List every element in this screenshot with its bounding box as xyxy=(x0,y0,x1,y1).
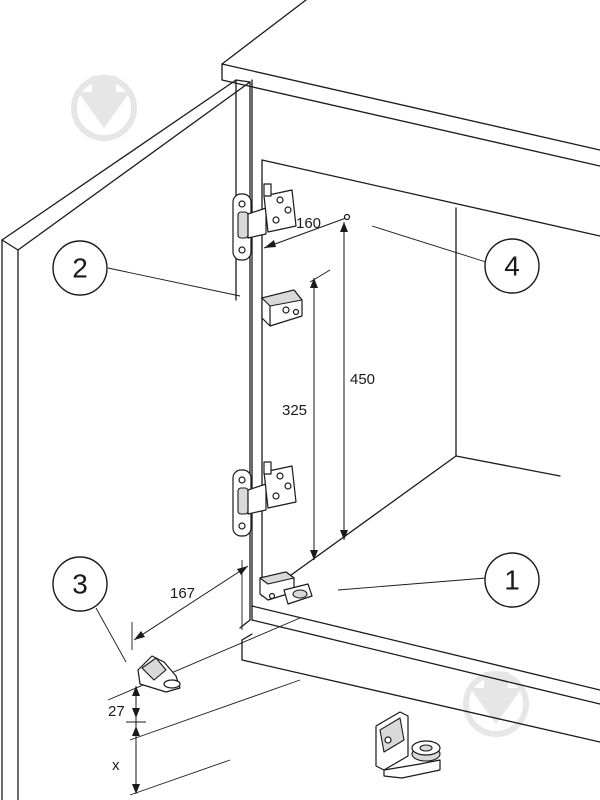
callout-1: 1 xyxy=(484,552,540,608)
callout-3: 3 xyxy=(52,556,108,612)
callout-4-label: 4 xyxy=(504,251,520,282)
dimension-450-label: 450 xyxy=(350,371,375,388)
dimension-x-label: x xyxy=(112,757,120,774)
lower-hinge xyxy=(232,461,297,537)
dimension-160-label: 160 xyxy=(296,215,321,232)
foot-bracket xyxy=(137,655,181,693)
callout-4: 4 xyxy=(484,238,540,294)
dimension-167-label: 167 xyxy=(170,585,195,602)
cabinet-body xyxy=(221,0,600,743)
floor-lines xyxy=(107,617,301,796)
upper-bracket xyxy=(261,289,303,327)
callout-1-label: 1 xyxy=(504,565,520,596)
dimension-325: 325 xyxy=(282,269,331,560)
watermark-icon-bottom xyxy=(463,671,529,737)
callout-2-label: 2 xyxy=(72,253,88,284)
callout-leaders xyxy=(95,225,487,663)
dimension-160: 160 xyxy=(263,213,351,249)
door-panel xyxy=(1,79,251,800)
callout-3-label: 3 xyxy=(72,569,88,600)
callout-2: 2 xyxy=(52,240,108,296)
bottom-fitting xyxy=(259,571,313,605)
watermark-icon-top xyxy=(71,75,137,141)
dimension-27-x: 27 x xyxy=(108,686,146,794)
dimension-450: 450 xyxy=(340,222,375,540)
loose-fitting-part xyxy=(375,711,441,779)
dimension-167: 167 xyxy=(131,565,249,650)
dimension-27-label: 27 xyxy=(108,703,125,720)
upper-hinge xyxy=(232,183,297,261)
dimension-325-label: 325 xyxy=(282,402,307,419)
